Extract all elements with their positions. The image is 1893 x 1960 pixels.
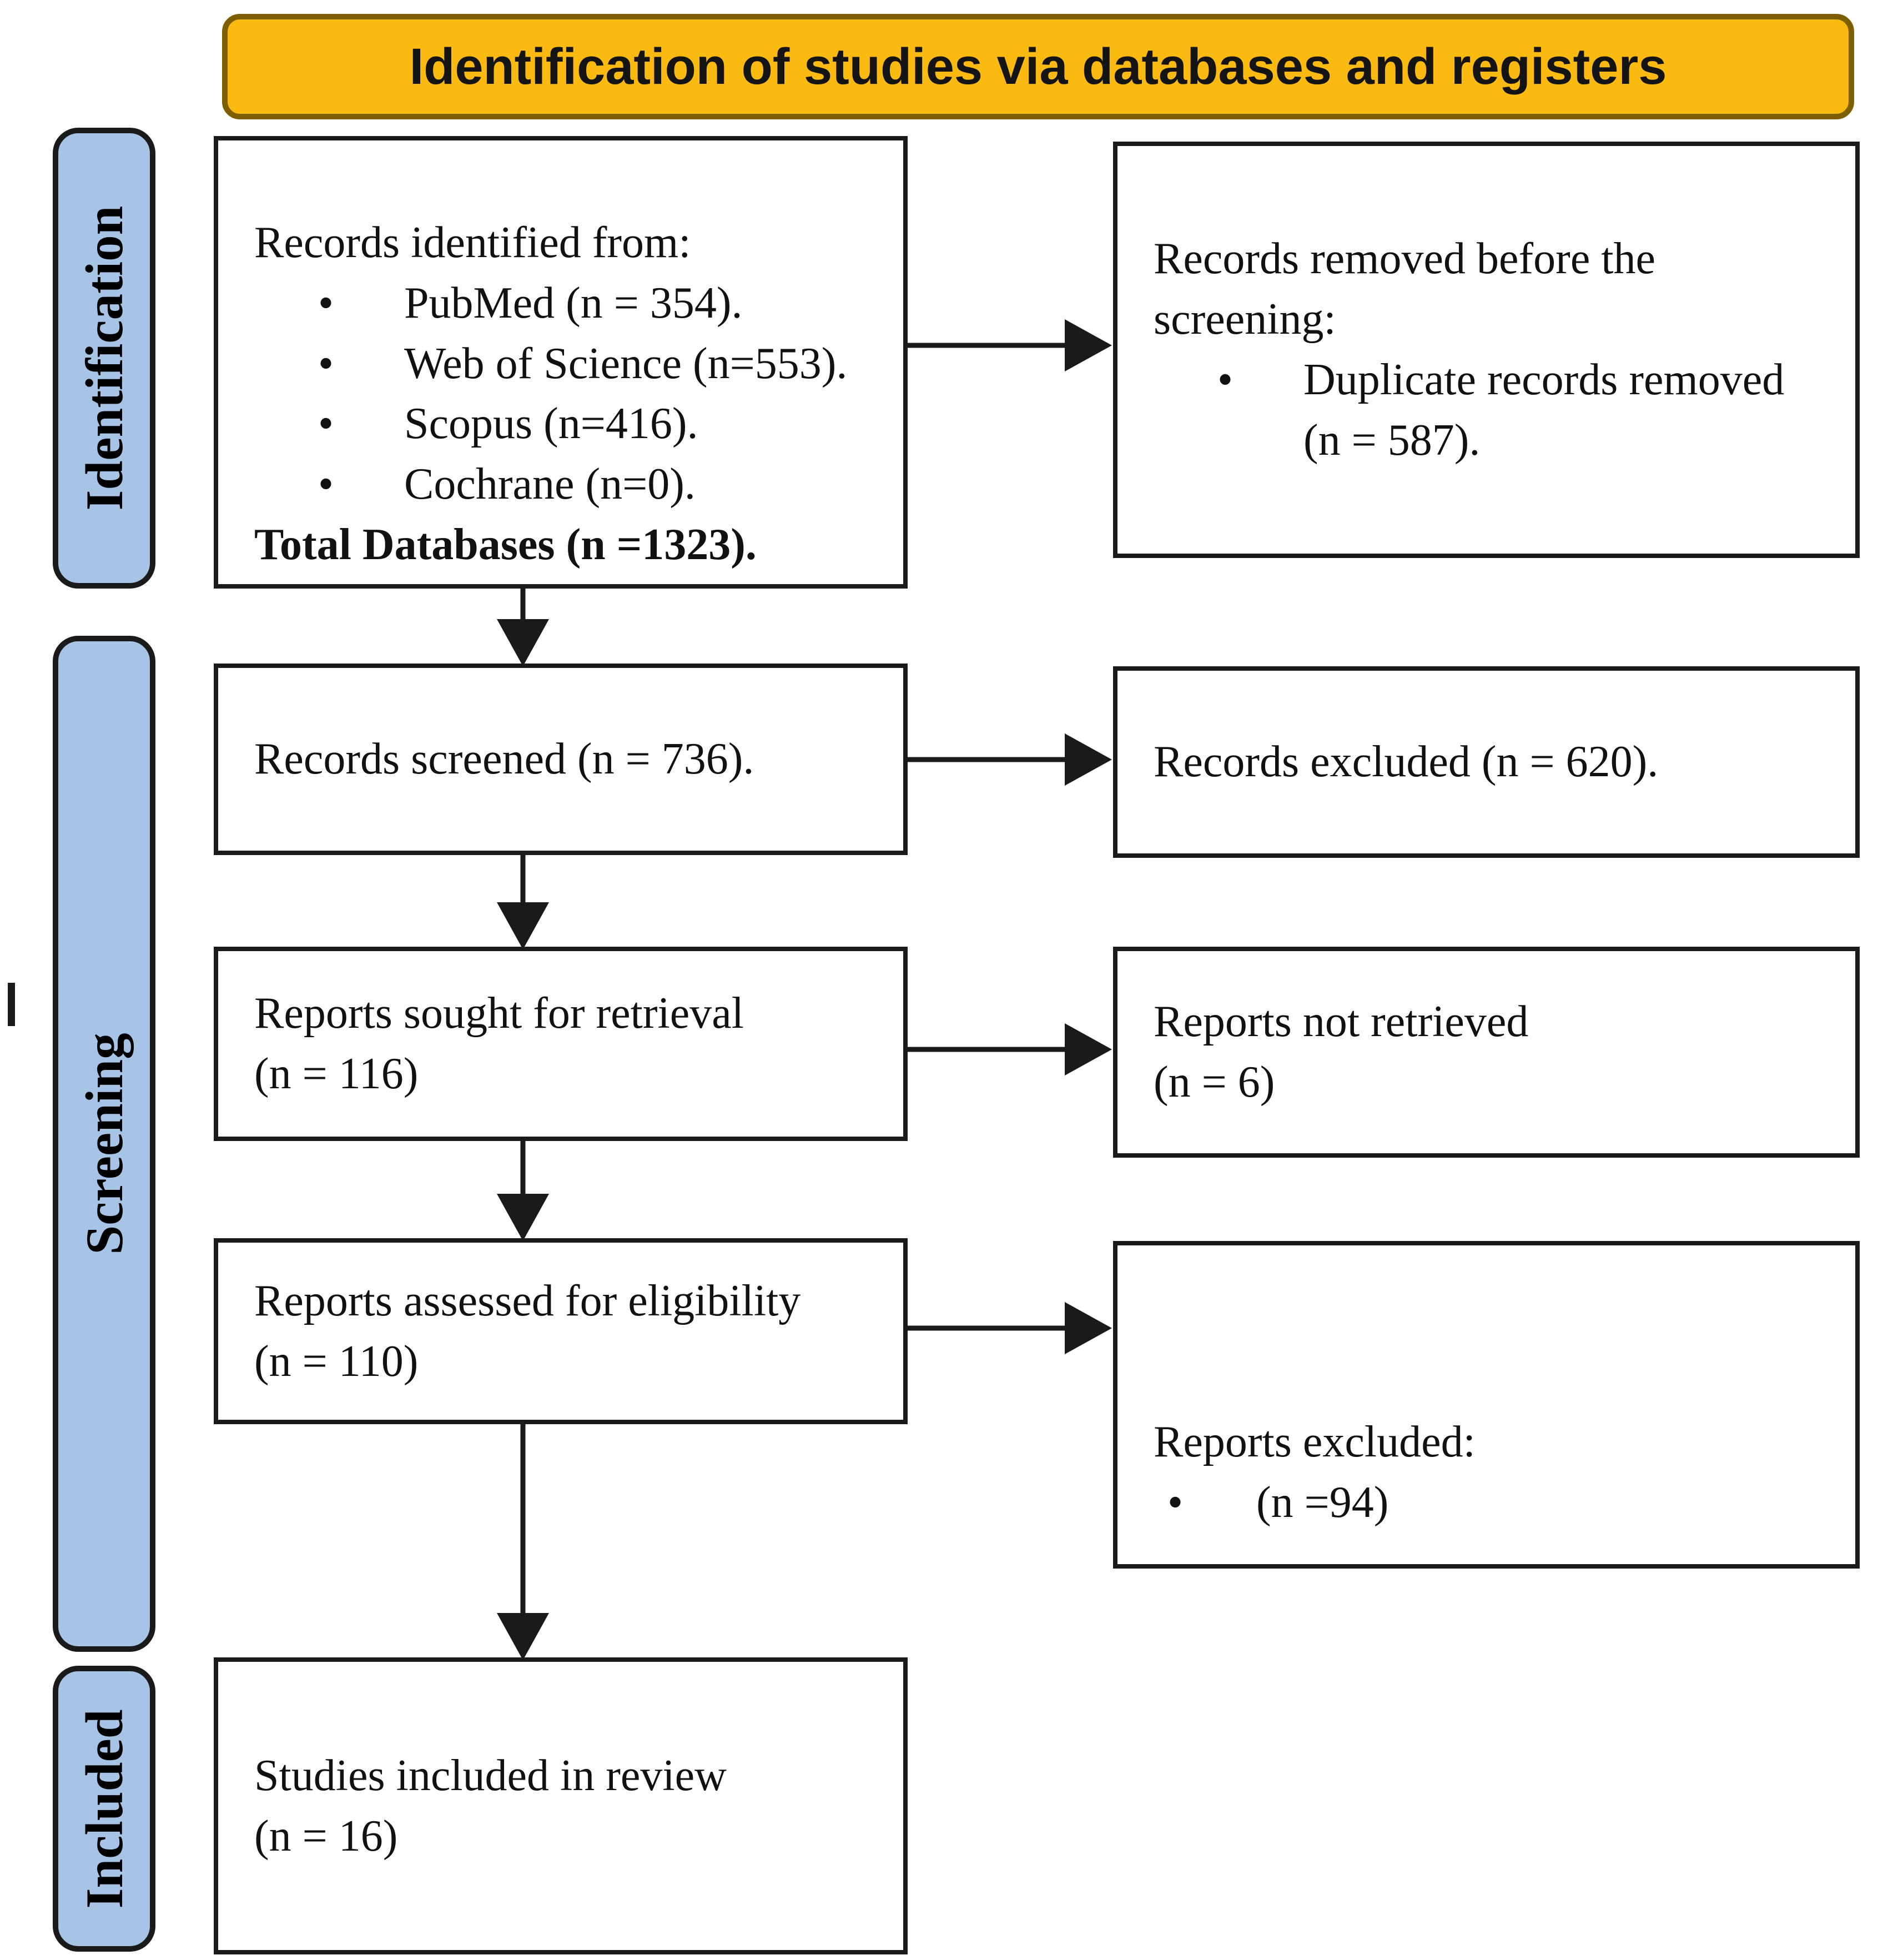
reports-excluded-intro: Reports excluded: [1154,1418,1476,1466]
list-item: PubMed (n = 354). [254,273,870,334]
list-item: Web of Science (n=553). [254,334,870,394]
reports-sought-line2: (n = 116) [254,1049,419,1098]
records-removed-intro: Records removed before the screening: [1154,234,1656,344]
list-item: (n =94) [1154,1472,1756,1533]
records-identified-list: PubMed (n = 354). Web of Science (n=553)… [254,273,870,515]
stage-included-label: Included [74,1708,134,1909]
arrow-screened-to-sought [497,855,549,949]
arrow-identified-to-removed [908,319,1112,371]
stage-included: Included [53,1666,155,1952]
reports-assessed-line2: (n = 110) [254,1336,419,1386]
box-reports-sought: Reports sought for retrieval (n = 116) [214,947,908,1141]
box-records-screened: Records screened (n = 736). [214,664,908,855]
reports-not-retrieved-line2: (n = 6) [1154,1058,1275,1107]
banner: Identification of studies via databases … [222,14,1854,119]
stray-mark [8,983,15,1026]
studies-included-line2: (n = 16) [254,1811,398,1861]
arrow-assessed-to-excluded [908,1302,1112,1354]
banner-title: Identification of studies via databases … [409,38,1667,95]
reports-assessed-line1: Reports assessed for eligibility [254,1276,801,1325]
arrow-identified-to-screened [497,589,549,666]
reports-sought-line1: Reports sought for retrieval [254,989,744,1038]
stage-identification: Identification [53,128,155,589]
list-item: Duplicate records removed (n = 587). [1154,350,1814,471]
stage-screening: Screening [53,636,155,1652]
list-item: Cochrane (n=0). [254,454,870,515]
box-studies-included: Studies included in review (n = 16) [214,1657,908,1954]
studies-included-line1: Studies included in review [254,1751,727,1800]
records-identified-total: Total Databases (n =1323). [254,520,757,569]
arrow-sought-to-notretrieved [908,1023,1112,1076]
arrow-assessed-to-included [497,1424,549,1660]
stage-identification-label: Identification [74,205,134,511]
box-records-excluded: Records excluded (n = 620). [1113,666,1860,858]
box-reports-excluded: Reports excluded: (n =94) [1113,1241,1860,1569]
box-records-removed: Records removed before the screening: Du… [1113,142,1860,558]
records-removed-list: Duplicate records removed (n = 587). [1154,350,1822,471]
box-reports-not-retrieved: Reports not retrieved (n = 6) [1113,947,1860,1158]
arrow-sought-to-assessed [497,1141,549,1241]
box-records-identified: Records identified from: PubMed (n = 354… [214,136,908,589]
arrow-screened-to-excluded [908,733,1112,786]
records-excluded-text: Records excluded (n = 620). [1154,737,1659,787]
list-item: Scopus (n=416). [254,394,870,454]
reports-not-retrieved-line1: Reports not retrieved [1154,997,1529,1047]
records-identified-intro: Records identified from: [254,218,691,267]
box-reports-assessed: Reports assessed for eligibility (n = 11… [214,1238,908,1424]
stage-screening-label: Screening [74,1033,134,1255]
records-screened-text: Records screened (n = 736). [254,735,754,784]
reports-excluded-list: (n =94) [1154,1472,1822,1533]
